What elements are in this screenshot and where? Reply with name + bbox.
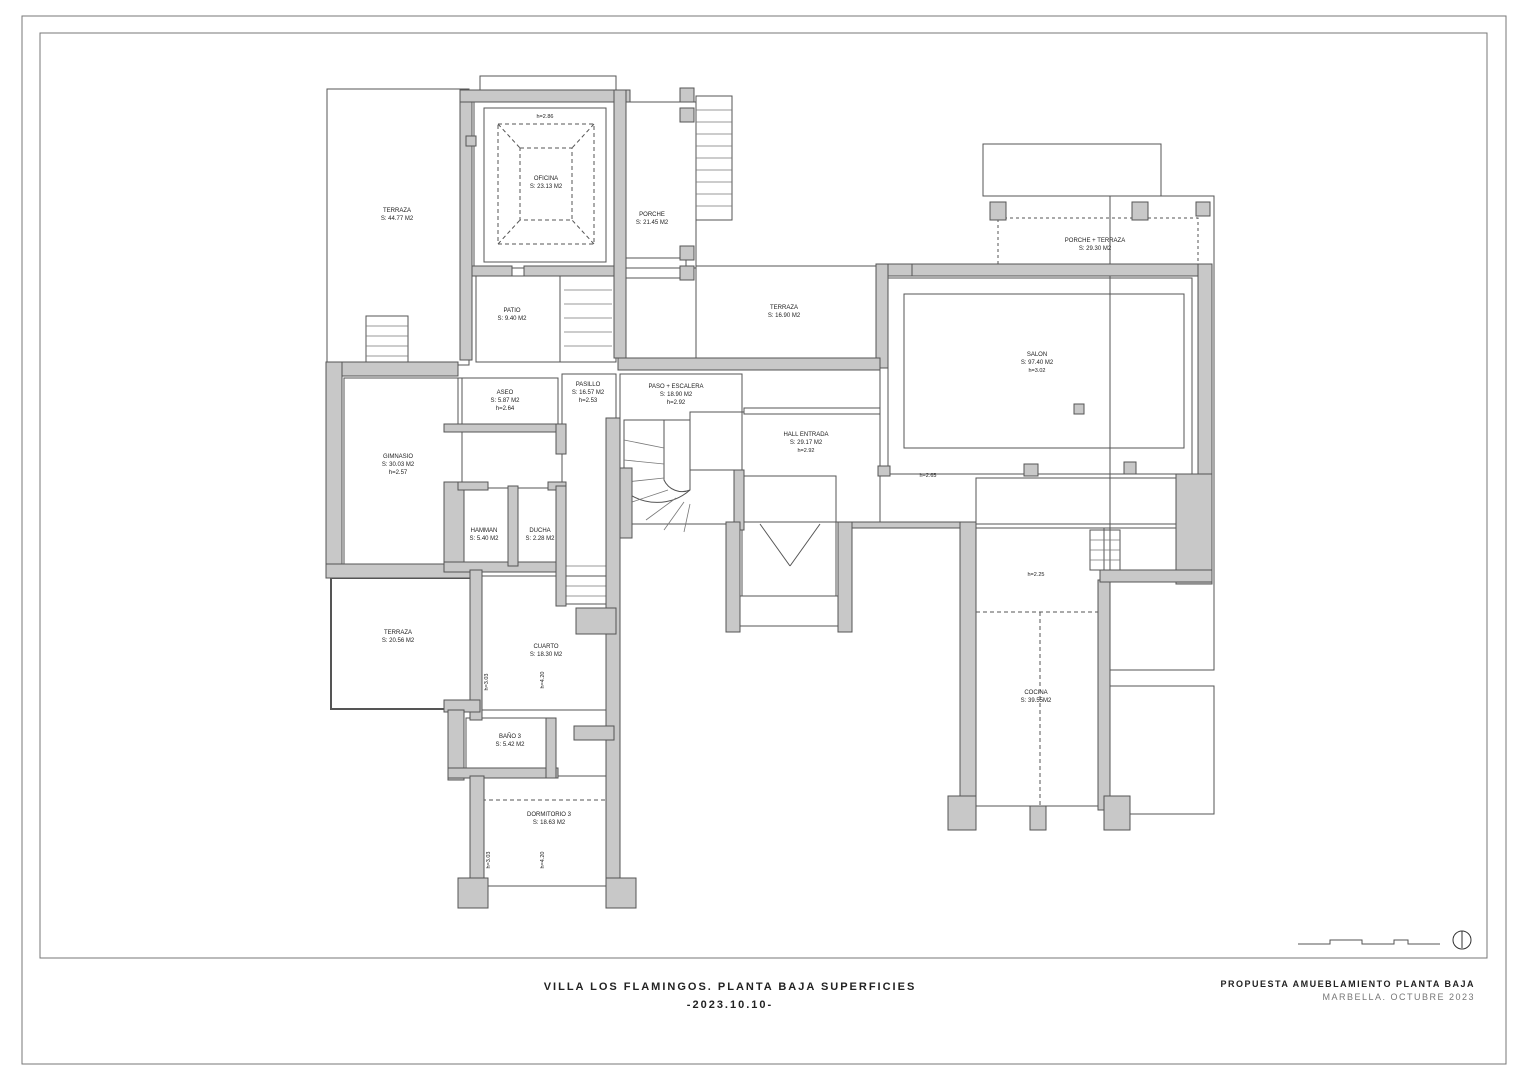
cuarto-height-b: h=4.20 (540, 672, 546, 689)
paso-escalera-area: S: 18.90 M2 (660, 392, 693, 398)
oficina-height: h=2.86 (537, 114, 554, 120)
gimnasio-area: S: 30.03 M2 (382, 462, 415, 468)
title-block-right: PROPUESTA AMUEBLAMIENTO PLANTA BAJA MARB… (1130, 978, 1475, 1004)
nw-stair (365, 315, 409, 365)
cocina-height: h=2.25 (1028, 572, 1045, 578)
aseo-area: S: 5.87 M2 (490, 398, 520, 404)
walls (325, 87, 1213, 909)
salon-height: h=3.02 (1029, 368, 1046, 374)
terraza-w-area: S: 20.56 M2 (382, 638, 415, 644)
cocina-area: S: 39.55M2 (1021, 698, 1052, 704)
cuarto-height-a: h=3.03 (484, 674, 490, 691)
hall-outline (741, 411, 881, 523)
patio-name: PATIO (503, 308, 520, 314)
oficina-ceiling (497, 123, 595, 245)
terraza-n-area: S: 16.90 M2 (768, 313, 801, 319)
salon-height-2: h=2.65 (920, 473, 937, 479)
oficina-name: OFICINA (534, 176, 558, 182)
porche-terraza-name: PORCHE + TERRAZA (1065, 238, 1125, 244)
pasillo-area: S: 16.57 M2 (572, 390, 605, 396)
porche-terraza-area: S: 29.30 M2 (1079, 246, 1112, 252)
paso-escalera-height: h=2.92 (667, 400, 686, 406)
terraza-w-name: TERRAZA (384, 630, 412, 636)
cuarto-name: CUARTO (533, 644, 558, 650)
oficina-ceiling-inner (519, 147, 573, 221)
porche-terraza-canopy (982, 143, 1162, 197)
salon-area: S: 97.40 M2 (1021, 360, 1054, 366)
salon-inner (887, 277, 1193, 475)
hamman-name: HAMMAN (471, 528, 498, 534)
aseo-height: h=2.64 (496, 406, 515, 412)
porche-area: S: 21.45 M2 (636, 220, 669, 226)
sheet-title: VILLA LOS FLAMINGOS. PLANTA BAJA SUPERFI… (470, 978, 990, 1014)
east-terrace-outline-2 (1109, 685, 1215, 815)
east-terrace-outline (1109, 195, 1215, 671)
room-labels: h=2.86 OFICINA S: 23.13 M2 PORCHE S: 21.… (381, 114, 1125, 868)
bano3-name: BAÑO 3 (499, 733, 522, 740)
oficina-inner (483, 107, 607, 263)
hall-height: h=2.92 (798, 448, 815, 454)
salon-outer (879, 267, 1211, 525)
salon-ceiling (903, 293, 1185, 449)
dormitorio3-area: S: 18.63 M2 (533, 820, 566, 826)
ducha-name: DUCHA (529, 528, 550, 534)
terraza-nw-outline (326, 88, 470, 366)
hamman-area: S: 5.40 M2 (469, 536, 499, 542)
ducha-area: S: 2.28 M2 (525, 536, 555, 542)
scale-bar-icon (1298, 939, 1440, 945)
cocina-outline (971, 527, 1105, 807)
paso-escalera-name: PASO + ESCALERA (648, 384, 703, 390)
cocina-name: COCINA (1024, 690, 1047, 696)
location-date: MARBELLA. OCTUBRE 2023 (1322, 992, 1475, 1002)
ducha-outline (515, 487, 563, 567)
pasillo-name: PASILLO (576, 382, 601, 388)
spiral-stair-core (663, 420, 691, 493)
gimnasio-height: h=2.57 (389, 470, 408, 476)
patio-passage (559, 275, 617, 363)
patio-area: S: 9.40 M2 (497, 316, 527, 322)
outer-frame (21, 15, 1507, 1065)
north-arrow-icon (1452, 930, 1472, 950)
terraza-nw-name: TERRAZA (383, 208, 411, 214)
inner-frame (39, 32, 1488, 959)
sheet-title-line2: -2023.10.10- (686, 999, 774, 1011)
pasillo-height: h=2.53 (579, 398, 598, 404)
cuarto-area: S: 18.30 M2 (530, 652, 563, 658)
aseo-name: ASEO (497, 390, 514, 396)
hall-area: S: 29.17 M2 (790, 440, 823, 446)
proposal-title: PROPUESTA AMUEBLAMIENTO PLANTA BAJA (1220, 979, 1475, 989)
entrance-step (729, 595, 853, 627)
gimnasio-name: GIMNASIO (383, 454, 413, 460)
dormitorio3-outline (479, 775, 613, 887)
dormitorio3-height-a: h=3.03 (486, 852, 492, 869)
cocina-link (975, 477, 1203, 529)
sheet-title-line1: VILLA LOS FLAMINGOS. PLANTA BAJA SUPERFI… (543, 981, 917, 993)
dormitorio3-height-b: h=4.20 (540, 852, 546, 869)
terraza-nw-area: S: 44.77 M2 (381, 216, 414, 222)
oficina-area: S: 23.13 M2 (530, 184, 563, 190)
salon-name: SALON (1027, 352, 1047, 358)
stair-landing (689, 411, 743, 471)
porche-name: PORCHE (639, 212, 665, 218)
hall-name: HALL ENTRADA (783, 432, 828, 438)
north-window-box (479, 75, 617, 91)
bano3-area: S: 5.42 M2 (495, 742, 525, 748)
hamman-outline (457, 487, 511, 567)
dormitorio3-name: DORMITORIO 3 (527, 812, 572, 818)
entrance-vestibule (741, 475, 837, 597)
terraza-n-name: TERRAZA (770, 305, 798, 311)
